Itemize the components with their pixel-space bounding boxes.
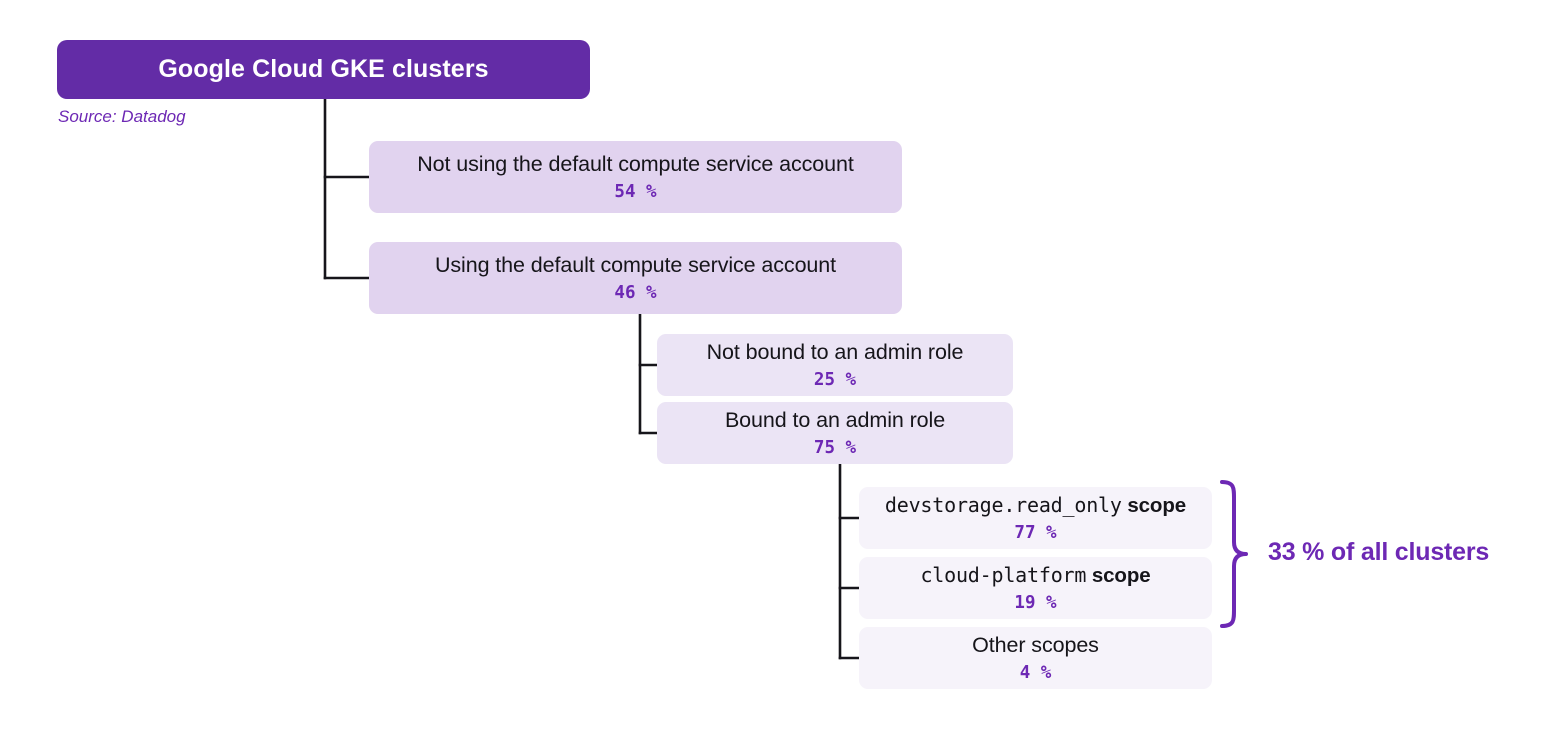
- scope-word: scope: [1121, 493, 1187, 517]
- node-label: Using the default compute service accoun…: [434, 252, 837, 277]
- node-label: Not bound to an admin role: [706, 339, 964, 364]
- scope-code: devstorage.read_only: [884, 492, 1122, 517]
- node-label: Not using the default compute service ac…: [417, 151, 854, 176]
- node-label: cloud-platform scope: [920, 563, 1150, 588]
- node-label: Bound to an admin role: [724, 407, 946, 432]
- node-cloud-platform-scope: cloud-platform scope 19 %: [859, 557, 1212, 619]
- node-other-scopes: Other scopes 4 %: [859, 627, 1212, 689]
- node-using-default-service-account: Using the default compute service accoun…: [369, 242, 902, 314]
- brace-annotation-label: 33 % of all clusters: [1268, 538, 1490, 566]
- node-not-bound-to-admin-role: Not bound to an admin role 25 %: [657, 334, 1013, 396]
- node-devstorage-read-only-scope: devstorage.read_only scope 77 %: [859, 487, 1212, 549]
- root-node: Google Cloud GKE clusters: [57, 40, 590, 99]
- node-value: 77 %: [1014, 523, 1057, 544]
- source-caption: Source: Datadog: [58, 107, 186, 126]
- node-value: 54 %: [614, 182, 657, 203]
- scope-code: cloud-platform: [920, 562, 1087, 587]
- curly-brace-icon: [1220, 480, 1248, 628]
- node-value: 4 %: [1019, 663, 1052, 684]
- node-value: 46 %: [614, 283, 657, 304]
- node-bound-to-admin-role: Bound to an admin role 75 %: [657, 402, 1013, 464]
- node-label: Other scopes: [972, 632, 1099, 657]
- node-value: 25 %: [813, 370, 857, 391]
- root-node-label: Google Cloud GKE clusters: [158, 55, 489, 84]
- node-value: 19 %: [1014, 593, 1057, 614]
- node-not-using-default-service-account: Not using the default compute service ac…: [369, 141, 902, 213]
- scope-word: scope: [1086, 563, 1151, 587]
- node-label: devstorage.read_only scope: [885, 493, 1186, 518]
- node-value: 75 %: [813, 438, 857, 459]
